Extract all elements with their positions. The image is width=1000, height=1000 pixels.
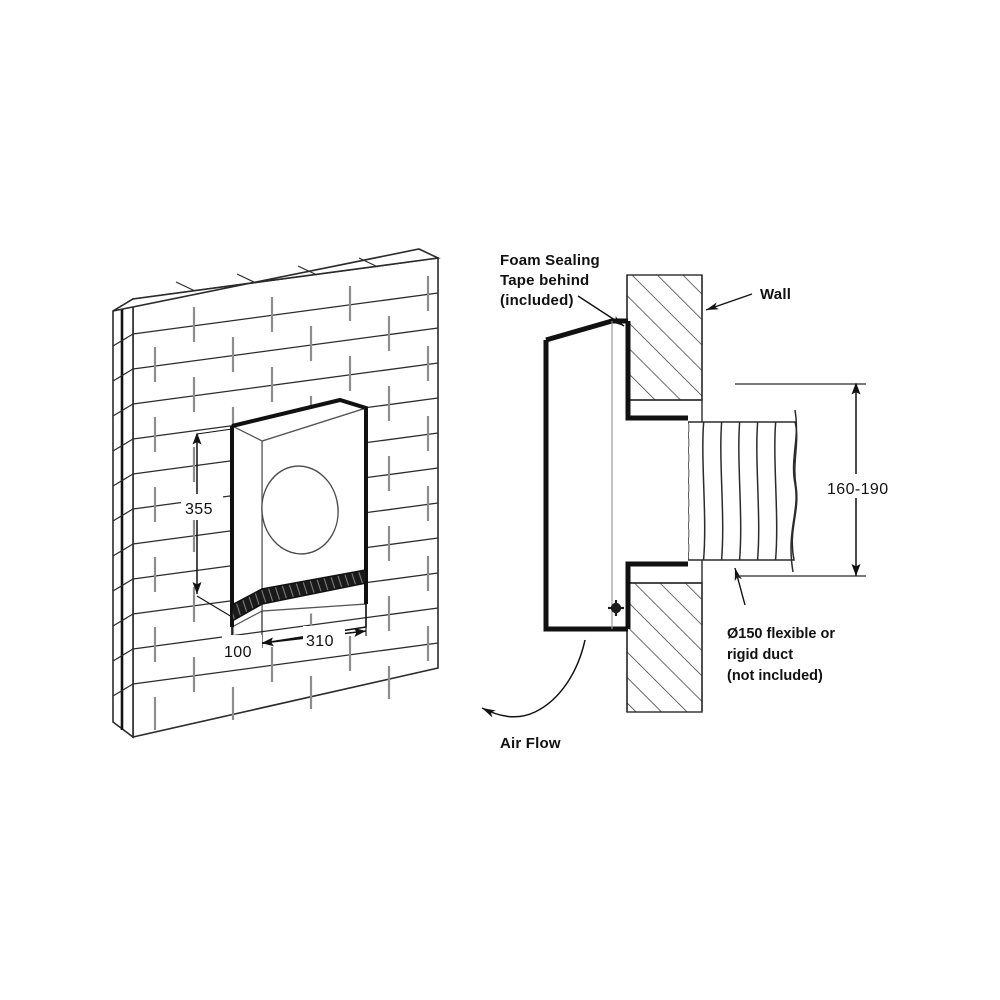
hood-collar-upper [625, 321, 688, 421]
duct-label-line-1: Ø150 flexible or [727, 626, 835, 642]
foam-tape-line-1: Foam Sealing [500, 252, 600, 269]
duct-hole-circle [261, 465, 339, 555]
duct-label-line-3: (not included) [727, 668, 823, 684]
dimension-100-310: 100 310 [222, 604, 367, 661]
air-flow-label: Air Flow [500, 735, 561, 752]
wall-section-lower [626, 582, 703, 713]
annotation-foam-tape: Foam Sealing Tape behind (included) [500, 252, 625, 327]
annotation-air-flow: Air Flow [481, 639, 586, 752]
duct-ribs [702, 422, 778, 560]
recess-front-outline [230, 397, 368, 627]
foam-tape-leader [577, 295, 625, 327]
hood-body [543, 318, 688, 632]
dimension-100-label: 100 [224, 644, 252, 661]
annotation-wall: Wall [705, 286, 791, 311]
dimension-355-label: 355 [185, 501, 213, 518]
dimension-310-label: 310 [306, 633, 334, 650]
right-cross-section-view: Foam Sealing Tape behind (included) Wall… [481, 252, 896, 752]
hood-collar-lower [625, 561, 688, 629]
duct-label-line-2: rigid duct [727, 647, 793, 663]
brick-top-divisions [175, 257, 379, 292]
foam-tape-line-3: (included) [500, 292, 574, 309]
annotation-duct: Ø150 flexible or rigid duct (not include… [727, 567, 835, 684]
brick-wall-top-edge [112, 248, 441, 312]
wall-leader [705, 293, 753, 311]
wall-label: Wall [760, 286, 791, 303]
duct-body [686, 409, 798, 573]
dimension-355: 355 [181, 428, 233, 618]
duct-break-line [790, 409, 798, 573]
hood-left-bottom-edge [543, 340, 628, 632]
dimension-160-190-label: 160-190 [827, 481, 889, 498]
foam-tape-line-2: Tape behind [500, 272, 589, 289]
wall-section-upper [626, 274, 703, 401]
brick-left-edge-divisions [112, 333, 134, 697]
left-isometric-view: 355 100 310 [112, 248, 441, 739]
mounting-screw-icon [608, 600, 624, 616]
air-flow-arrow [481, 639, 586, 718]
brick-wall-left-edge [112, 297, 134, 739]
dimension-160-190: 160-190 [735, 382, 896, 577]
duct-leader [734, 567, 746, 606]
